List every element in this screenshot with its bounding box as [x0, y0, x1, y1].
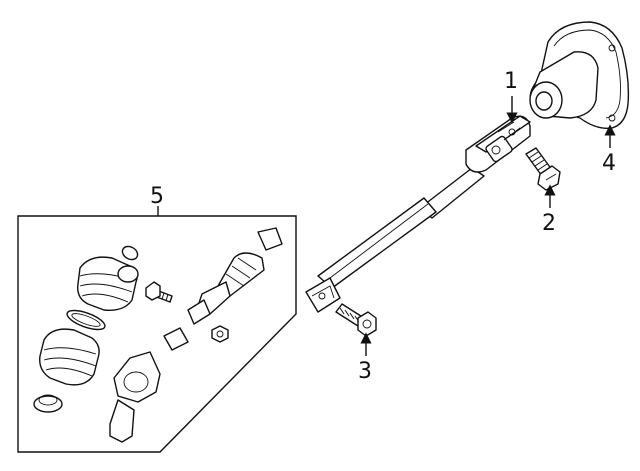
kit-ring [66, 309, 106, 331]
part-1-intermediate-shaft [305, 115, 531, 313]
kit-bushing [33, 394, 63, 413]
callout-label-4: 4 [602, 151, 616, 176]
kit-universal-joint [109, 327, 189, 443]
part-3-bolt [335, 303, 377, 337]
callout-label-5: 5 [150, 184, 164, 209]
callout-5: 5 [150, 184, 164, 216]
kit-nut [211, 325, 229, 343]
part-5-repair-kit-box [17, 215, 297, 453]
kit-bolt [145, 281, 173, 303]
callout-label-2: 2 [542, 211, 556, 236]
callout-3: 3 [358, 332, 372, 384]
callout-2: 2 [542, 184, 556, 236]
kit-boot-lower [39, 328, 100, 386]
part-2-bolt [525, 147, 561, 191]
callout-4: 4 [602, 124, 616, 176]
kit-boot-upper [77, 245, 139, 311]
callout-label-3: 3 [358, 359, 372, 384]
callout-1: 1 [504, 69, 518, 124]
kit-shaft-upper [187, 227, 283, 325]
part-4-boot-seal [529, 21, 630, 129]
callout-label-1: 1 [504, 69, 518, 94]
